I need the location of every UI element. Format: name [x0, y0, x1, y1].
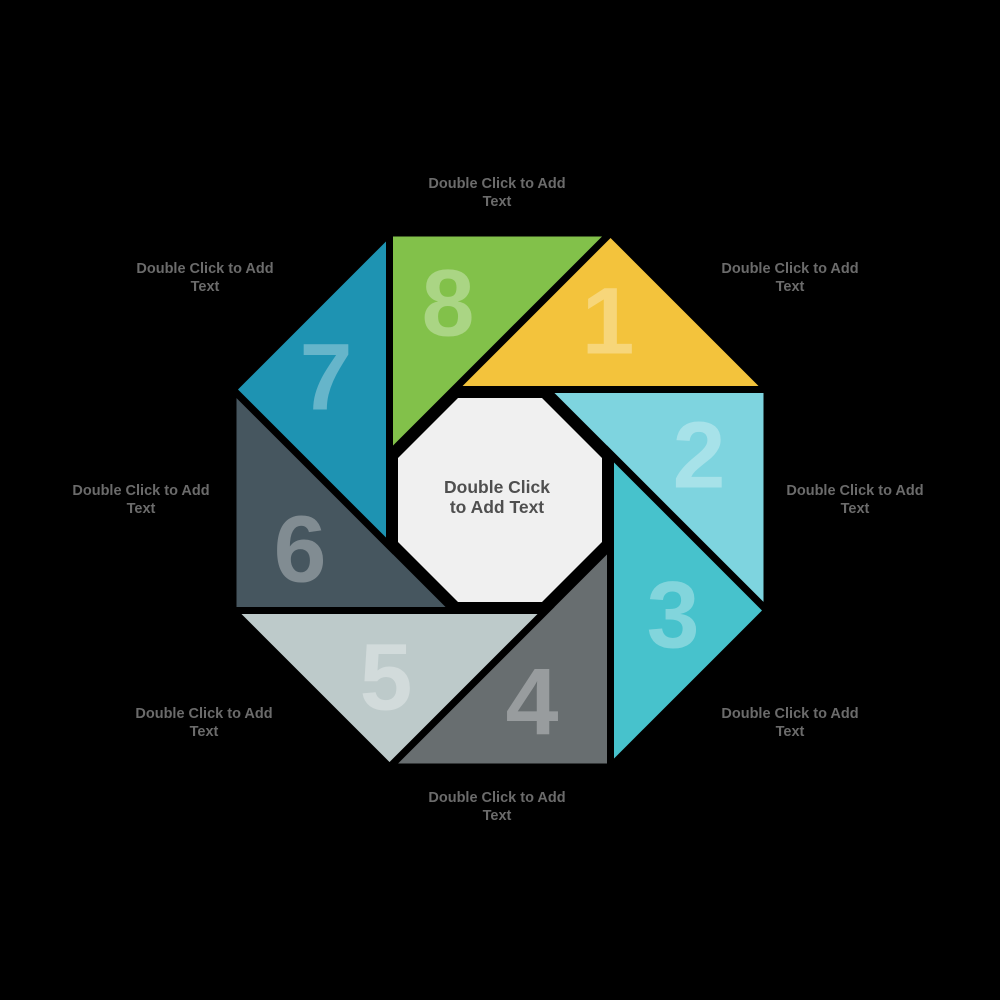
- segment-8-label[interactable]: Double Click to Add Text: [428, 176, 565, 210]
- segment-1-number: 1: [582, 268, 635, 374]
- segment-7-label-line1: Double Click to Add: [136, 261, 273, 277]
- segment-8-label-line1: Double Click to Add: [428, 176, 565, 192]
- segment-4-label-line1: Double Click to Add: [428, 790, 565, 806]
- segment-2-label-line2: Text: [841, 501, 870, 517]
- segment-3-label[interactable]: Double Click to Add Text: [721, 706, 858, 740]
- segment-5-label-line2: Text: [190, 724, 219, 740]
- center-octagon[interactable]: [398, 398, 602, 602]
- segment-2-label[interactable]: Double Click to Add Text: [786, 483, 923, 517]
- segment-6-number: 6: [274, 496, 327, 602]
- segment-2-label-line1: Double Click to Add: [786, 483, 923, 499]
- segment-6-label-line2: Text: [127, 501, 156, 517]
- segment-8-shape[interactable]: [386, 229, 619, 463]
- segment-3-label-line1: Double Click to Add: [721, 706, 858, 722]
- center-text-line2: to Add Text: [450, 497, 544, 517]
- segment-3-label-line2: Text: [776, 724, 805, 740]
- segment-1-label[interactable]: Double Click to Add Text: [721, 261, 858, 295]
- segment-8-number: 8: [422, 250, 475, 356]
- segment-5-number: 5: [360, 624, 413, 730]
- segment-7-label-line2: Text: [191, 279, 220, 295]
- segment-6-label-line1: Double Click to Add: [72, 483, 209, 499]
- segment-1-label-line2: Text: [776, 279, 805, 295]
- segment-6-label[interactable]: Double Click to Add Text: [72, 483, 209, 517]
- segment-1-label-line1: Double Click to Add: [721, 261, 858, 277]
- segment-5-label[interactable]: Double Click to Add Text: [135, 706, 272, 740]
- segment-4-label-line2: Text: [483, 808, 512, 824]
- segment-7-label[interactable]: Double Click to Add Text: [136, 261, 273, 295]
- center-text[interactable]: Double Click to Add Text: [444, 477, 550, 517]
- segment-4-label[interactable]: Double Click to Add Text: [428, 790, 565, 824]
- center-text-line1: Double Click: [444, 477, 550, 497]
- segment-4-number: 4: [506, 649, 559, 755]
- segment-7-number: 7: [300, 324, 353, 430]
- segment-3-number: 3: [647, 562, 700, 668]
- segment-8-label-line2: Text: [483, 194, 512, 210]
- segment-5-label-line1: Double Click to Add: [135, 706, 272, 722]
- segment-2-number: 2: [673, 402, 726, 508]
